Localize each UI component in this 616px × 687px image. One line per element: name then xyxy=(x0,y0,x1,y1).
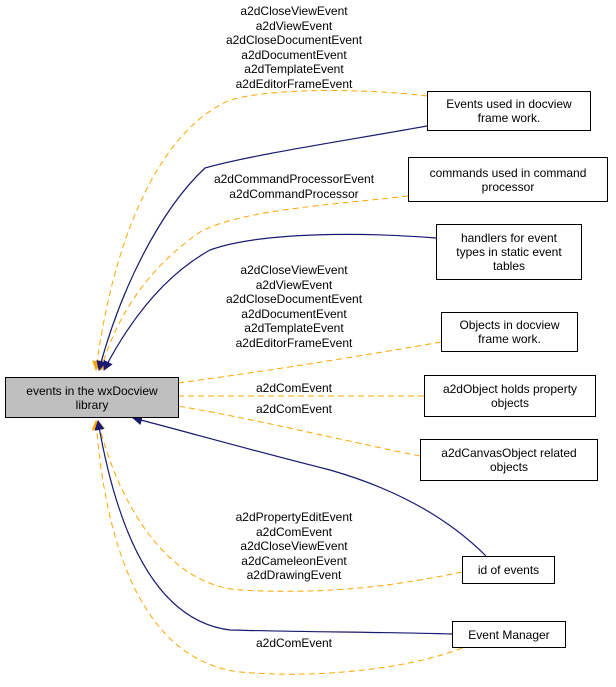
node-id-of-events[interactable]: id of events xyxy=(462,556,555,584)
edge-event-manager xyxy=(91,420,463,675)
edge-id-of-events xyxy=(95,420,463,592)
edge-label-id-of-events: a2dPropertyEditEvent a2dComEvent a2dClos… xyxy=(235,510,353,582)
edge-objects-docview xyxy=(177,341,442,384)
node-handlers[interactable]: handlers for event types in static event… xyxy=(436,224,582,280)
node-events-wxdocview[interactable]: events in the wxDocview library xyxy=(5,377,179,418)
edge-docview-events xyxy=(92,90,428,371)
node-docview-events[interactable]: Events used in docview frame work. xyxy=(427,91,591,131)
edge-commands xyxy=(98,195,409,371)
edge-label-canvasobject: a2dComEvent xyxy=(255,402,333,416)
node-a2dobject[interactable]: a2dObject holds property objects xyxy=(424,375,596,417)
edge-label-event-manager: a2dComEvent xyxy=(255,636,333,650)
edge-solid-handlers xyxy=(103,233,437,371)
node-canvasobject[interactable]: a2dCanvasObject related objects xyxy=(420,439,598,481)
edge-label-commands: a2dCommandProcessorEvent a2dCommandProce… xyxy=(213,172,375,201)
node-commands[interactable]: commands used in command processor xyxy=(408,157,608,202)
edge-label-objects-docview: a2dCloseViewEvent a2dViewEvent a2dCloseD… xyxy=(225,263,363,350)
edge-solid-docview-events xyxy=(96,125,428,371)
node-event-manager[interactable]: Event Manager xyxy=(452,621,566,648)
edge-label-docview-events: a2dCloseViewEvent a2dViewEvent a2dCloseD… xyxy=(225,4,363,91)
edge-solid-event-manager xyxy=(94,420,453,635)
edge-canvasobject xyxy=(177,405,421,457)
node-objects-docview[interactable]: Objects in docview frame work. xyxy=(441,312,578,352)
edge-solid-id-of-events xyxy=(132,415,487,557)
edge-label-a2dobject: a2dComEvent xyxy=(255,381,333,395)
